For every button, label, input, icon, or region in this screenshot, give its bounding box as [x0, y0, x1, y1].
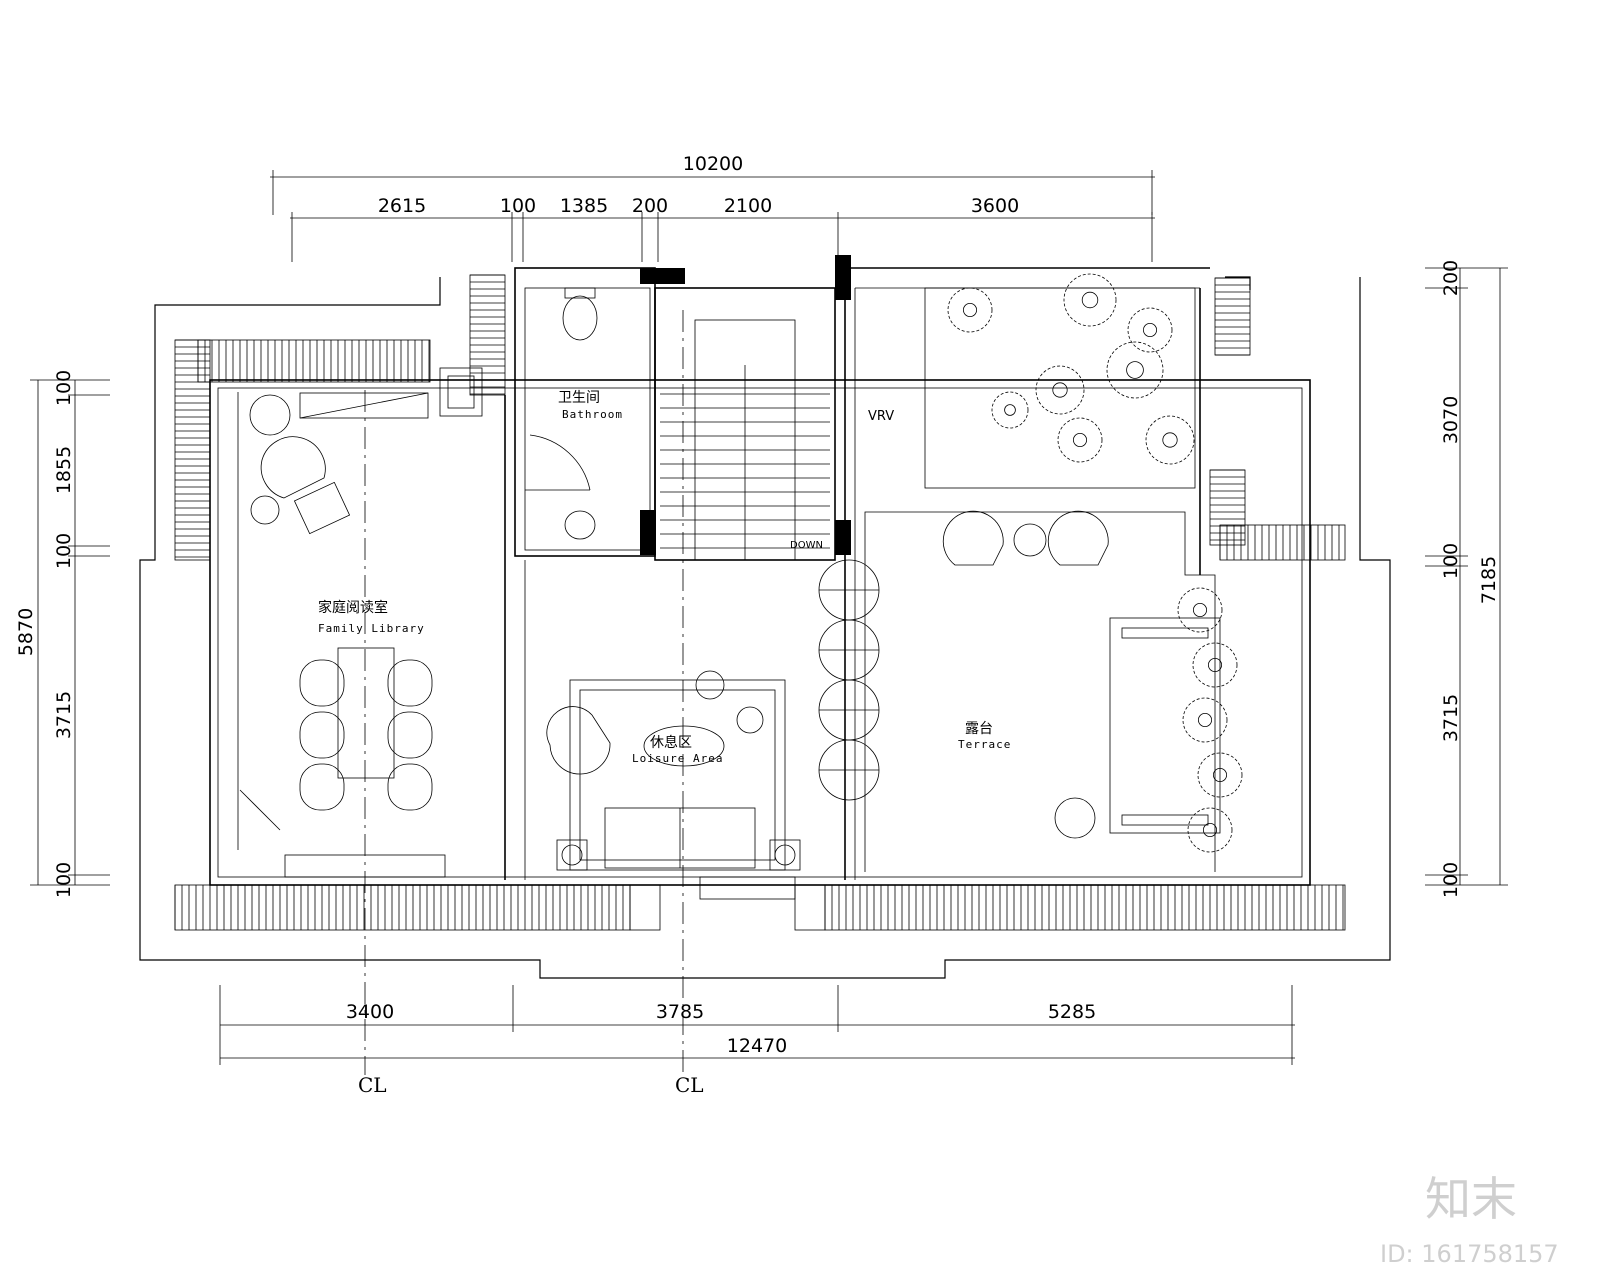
- dim-top-seg-1: 2615: [378, 195, 426, 217]
- lounge-label-en: Loisure Area: [632, 752, 723, 765]
- dim-left-seg-5: 100: [53, 862, 75, 898]
- lounge-chair-icon: [546, 706, 611, 775]
- vrv-label: VRV: [868, 409, 894, 424]
- armchair-icon: [260, 436, 326, 499]
- terrace-furniture: [942, 510, 1221, 839]
- dim-left-seg-4: 3715: [53, 691, 75, 739]
- dimension-lines: [30, 170, 1508, 1065]
- dim-left-seg-3: 100: [53, 533, 75, 569]
- dim-top-total: 10200: [683, 153, 743, 175]
- lounge-label-cn: 休息区: [650, 734, 692, 751]
- bathroom-label-en: Bathroom: [562, 408, 623, 421]
- watermark-logo: 知末: [1425, 1172, 1517, 1226]
- daybed-icon: [1109, 617, 1221, 834]
- centerline-mark-left: CL: [358, 1073, 387, 1097]
- bathroom-label-cn: 卫生间: [558, 390, 600, 406]
- dim-left-seg-1: 100: [53, 370, 75, 406]
- dim-bottom-seg-3: 5285: [1048, 1001, 1096, 1023]
- dim-top-seg-3: 1385: [560, 195, 608, 217]
- dim-top-seg-4: 200: [632, 195, 668, 217]
- dim-top-seg-5: 2100: [724, 195, 772, 217]
- dim-left-seg-2: 1855: [53, 446, 75, 494]
- dim-right-seg-4: 3715: [1440, 694, 1462, 742]
- dining-table: [337, 647, 395, 779]
- dim-bottom-seg-1: 3400: [346, 1001, 394, 1023]
- watermark-id: ID: 161758157: [1380, 1240, 1559, 1268]
- interior-walls: [209, 255, 1311, 931]
- dim-right-seg-1: 200: [1440, 260, 1462, 296]
- bathroom-fixtures: [525, 287, 598, 540]
- dim-top-seg-6: 3600: [971, 195, 1019, 217]
- dim-right-total: 7185: [1478, 556, 1500, 604]
- dim-bottom-seg-2: 3785: [656, 1001, 704, 1023]
- library-furniture: [239, 367, 483, 878]
- dim-right-seg-2: 3070: [1440, 396, 1462, 444]
- dim-right-seg-5: 100: [1440, 862, 1462, 898]
- lounge-furniture: [546, 670, 801, 871]
- centerline-mark-right: CL: [675, 1073, 704, 1097]
- dim-right-seg-3: 100: [1440, 543, 1462, 579]
- terrace-label-cn: 露台: [965, 721, 993, 737]
- dim-left-total: 5870: [15, 608, 37, 656]
- garden-trees: [947, 273, 1243, 853]
- library-label-cn: 家庭阅读室: [318, 599, 388, 616]
- stair-down-label: DOWN: [790, 540, 823, 551]
- library-chairs: [299, 659, 433, 811]
- terrace-label-en: Terrace: [958, 738, 1011, 751]
- library-label-en: Family Library: [318, 622, 425, 635]
- dim-top-seg-2: 100: [500, 195, 536, 217]
- centerlines: [364, 310, 684, 1075]
- sink-icon: [564, 510, 596, 540]
- dim-bottom-total: 12470: [727, 1035, 787, 1057]
- toilet-icon: [562, 295, 598, 341]
- plant-icon: [249, 394, 291, 436]
- pillar-column: [818, 559, 880, 801]
- stairs: [660, 365, 830, 560]
